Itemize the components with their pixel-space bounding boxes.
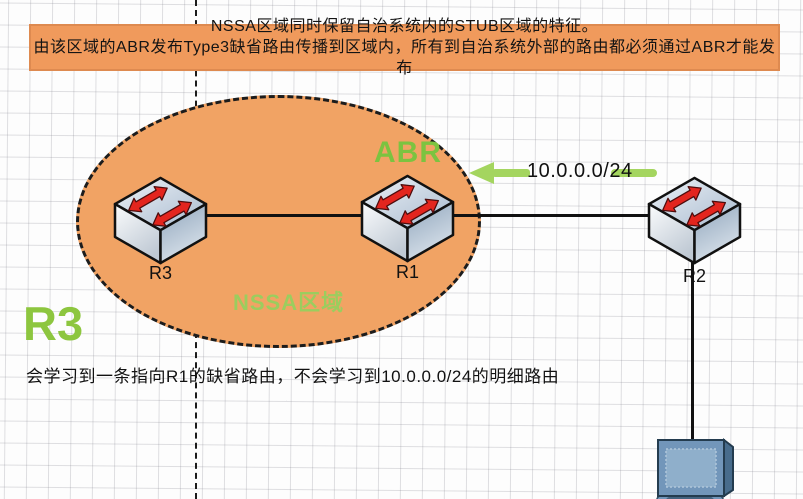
route-prefix-label: 10.0.0.0/24 [527,160,633,182]
device-label-r1: R1 [395,262,419,282]
note-heading-r3: R3 [23,297,84,350]
device-label-r2: R2 [682,266,706,286]
switch-icon-r2 [646,175,743,266]
device-label-r3: R3 [148,263,172,283]
description-banner: NSSA区域同时保留自治系统内的STUB区域的特征。 由该区域的ABR发布Typ… [29,18,780,77]
switch-icon-r1 [359,173,456,264]
switch-icon-r3 [112,175,209,266]
link-r2-pc [691,258,694,442]
banner-line-2: 由该区域的ABR发布Type3缺省路由传播到区域内，所有到自治系统外部的路由都必… [33,39,776,77]
abr-label: ABR [374,136,442,169]
nssa-area-label: NSSA区域 [233,290,345,315]
banner-line-1: NSSA区域同时保留自治系统内的STUB区域的特征。 [210,18,599,35]
note-body-text: 会学习到一条指向R1的缺省路由，不会学习到10.0.0.0/24的明细路由 [26,367,560,386]
crt-monitor-icon [649,434,741,499]
left-arrow-icon [469,162,657,184]
